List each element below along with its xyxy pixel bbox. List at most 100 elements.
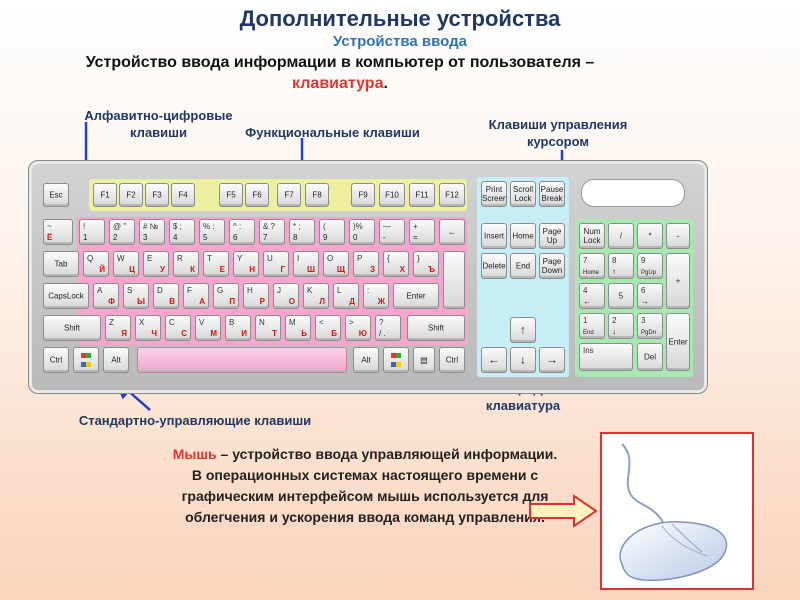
key-tab[interactable]: Tab	[43, 251, 79, 277]
key-win-right[interactable]	[383, 347, 409, 373]
key-insert[interactable]: Insert	[481, 223, 507, 249]
key-num-divide[interactable]: /	[608, 223, 634, 249]
key-slash[interactable]: ?/ .	[375, 315, 401, 341]
key-num-ins[interactable]: Ins	[579, 343, 633, 371]
key-num-8[interactable]: 8↑	[608, 253, 634, 279]
key-bracket-left[interactable]: {Х	[383, 251, 409, 277]
key-f10[interactable]: F10	[379, 183, 405, 207]
key-ctrl-right[interactable]: Ctrl	[439, 347, 465, 373]
key-enter[interactable]: Enter	[393, 283, 439, 309]
key-num-plus[interactable]: +	[666, 253, 690, 309]
key-shift-right[interactable]: Shift	[407, 315, 465, 341]
key-num-4[interactable]: 4←	[579, 283, 605, 309]
key-pause-break[interactable]: Pause Break	[539, 181, 565, 207]
key-9[interactable]: (9	[319, 219, 345, 245]
key-2[interactable]: @ "2	[109, 219, 135, 245]
key-win-left[interactable]	[73, 347, 99, 373]
key-num-multiply[interactable]: *	[637, 223, 663, 249]
key-f4[interactable]: F4	[171, 183, 195, 207]
key-bracket-right[interactable]: }Ъ	[413, 251, 439, 277]
key-print-screen[interactable]: Print Screen	[481, 181, 507, 207]
key-capslock[interactable]: CapsLock	[43, 283, 89, 309]
key-alt-left[interactable]: Alt	[103, 347, 129, 373]
key-num-2[interactable]: 2↓	[608, 313, 634, 339]
key-tilde[interactable]: ~Ё	[43, 219, 73, 245]
key-home[interactable]: Home	[510, 223, 536, 249]
key-8[interactable]: * ;8	[289, 219, 315, 245]
key-enter-top[interactable]	[443, 251, 465, 309]
key-semicolon[interactable]: :Ж	[363, 283, 389, 309]
key-arrow-right[interactable]: →	[539, 347, 565, 373]
key-num-enter[interactable]: Enter	[666, 313, 690, 371]
key-space[interactable]	[137, 347, 347, 373]
key-f11[interactable]: F11	[409, 183, 435, 207]
key-f6[interactable]: F6	[245, 183, 269, 207]
key-period[interactable]: >Ю	[345, 315, 371, 341]
key-4[interactable]: $ ;4	[169, 219, 195, 245]
key-delete[interactable]: Delete	[481, 253, 507, 279]
key-page-down[interactable]: Page Down	[539, 253, 565, 279]
key-num-minus[interactable]: -	[666, 223, 690, 249]
key-backspace[interactable]: ←	[439, 219, 465, 245]
key-comma[interactable]: <Б	[315, 315, 341, 341]
key-7[interactable]: & ?7	[259, 219, 285, 245]
key-num-6[interactable]: 6→	[637, 283, 663, 309]
key-end[interactable]: End	[510, 253, 536, 279]
key-f1[interactable]: F1	[93, 183, 117, 207]
key-page-up[interactable]: Page Up	[539, 223, 565, 249]
key-num-5[interactable]: 5	[608, 283, 634, 309]
key-alt-right[interactable]: Alt	[353, 347, 379, 373]
key-ctrl-left[interactable]: Ctrl	[43, 347, 69, 373]
key-shift-left[interactable]: Shift	[43, 315, 101, 341]
key-arrow-up[interactable]: ↑	[510, 317, 536, 343]
key-5[interactable]: % :5	[199, 219, 225, 245]
key-f9[interactable]: F9	[351, 183, 375, 207]
key-1[interactable]: !1	[79, 219, 105, 245]
key-esc[interactable]: Esc	[43, 183, 69, 207]
key-arrow-down[interactable]: ↓	[510, 347, 536, 373]
key-scroll-lock[interactable]: Scroll Lock	[510, 181, 536, 207]
key-equals[interactable]: +=	[409, 219, 435, 245]
key-minus[interactable]: —-	[379, 219, 405, 245]
key-f2[interactable]: F2	[119, 183, 143, 207]
key-num-del[interactable]: Del	[637, 343, 663, 371]
key-arrow-left[interactable]: ←	[481, 347, 507, 373]
key-f5[interactable]: F5	[219, 183, 243, 207]
key-0[interactable]: )%0	[349, 219, 375, 245]
key-f7[interactable]: F7	[277, 183, 301, 207]
key-num-lock[interactable]: Num Lock	[579, 223, 605, 249]
key-f8[interactable]: F8	[305, 183, 329, 207]
key-menu[interactable]: ▤	[413, 347, 435, 373]
